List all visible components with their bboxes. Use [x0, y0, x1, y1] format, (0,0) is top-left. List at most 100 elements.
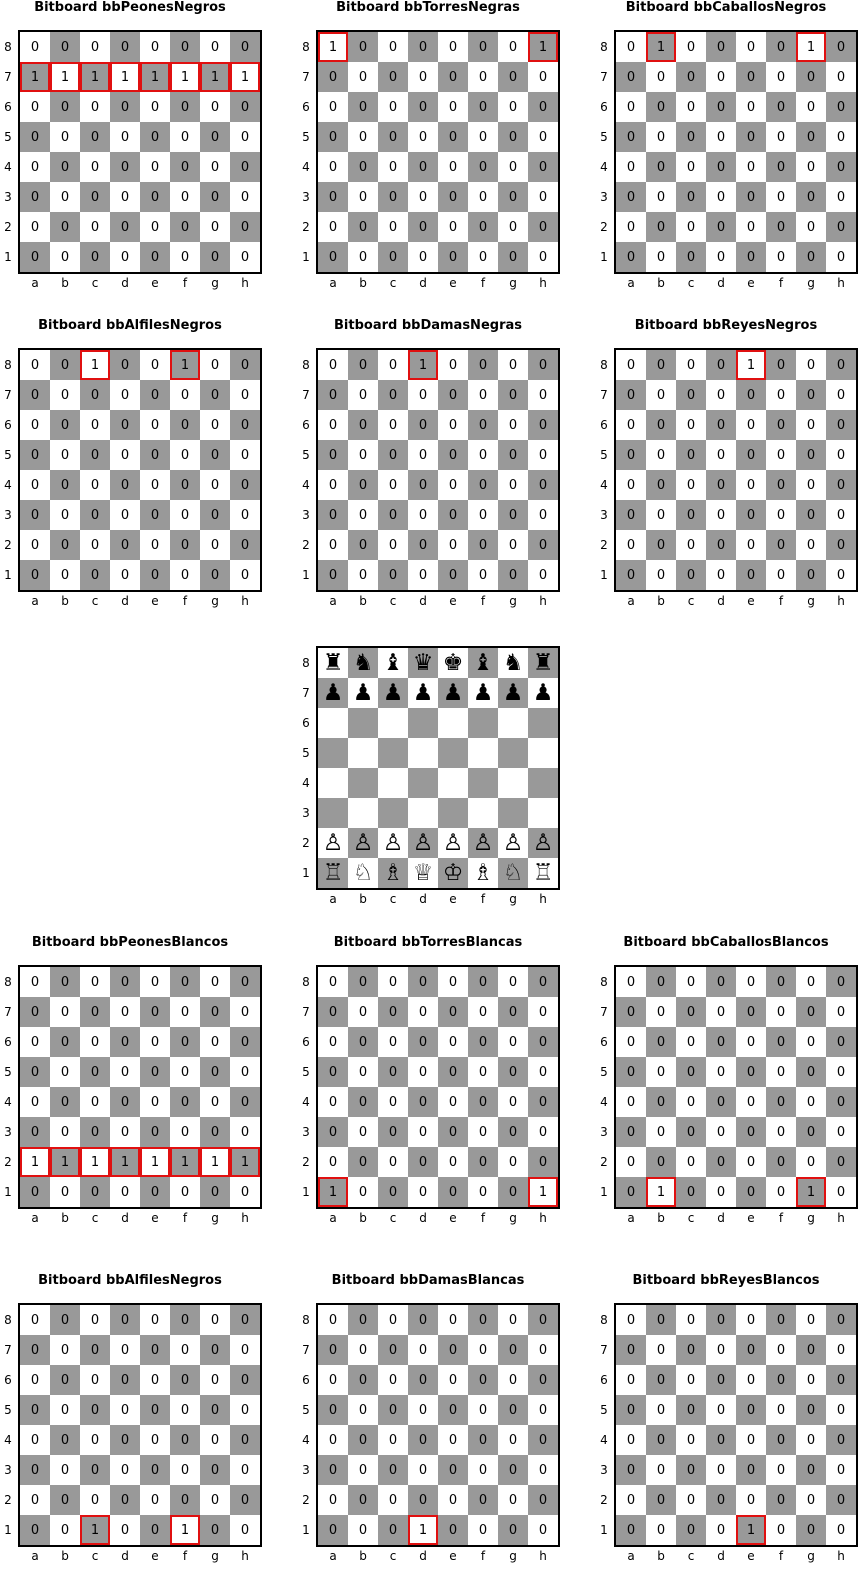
square-c3: [378, 798, 408, 828]
square-e7: 0: [736, 997, 766, 1027]
square-g4: 0: [498, 470, 528, 500]
square-b1: 1: [646, 1177, 676, 1207]
square-f5: 0: [766, 122, 796, 152]
square-b2: 0: [348, 530, 378, 560]
square-d5: 0: [408, 440, 438, 470]
square-f4: 0: [766, 470, 796, 500]
square-c4: 0: [676, 1425, 706, 1455]
square-f6: [468, 708, 498, 738]
square-a7: 0: [318, 62, 348, 92]
square-g2: 0: [796, 530, 826, 560]
square-c5: 0: [676, 1395, 706, 1425]
square-c5: 0: [80, 122, 110, 152]
square-b8: 0: [50, 32, 80, 62]
square-a6: 0: [20, 1365, 50, 1395]
rank-label: 3: [302, 508, 310, 522]
square-h7: 0: [528, 62, 558, 92]
square-c1: 0: [676, 242, 706, 272]
file-label: h: [837, 1211, 845, 1225]
square-d1: 0: [110, 242, 140, 272]
file-label: f: [480, 1211, 486, 1225]
square-a7: 0: [616, 1335, 646, 1365]
rank-label: 2: [4, 220, 12, 234]
square-g5: 0: [796, 440, 826, 470]
square-e4: 0: [736, 152, 766, 182]
square-f6: 0: [468, 410, 498, 440]
square-d8: 0: [408, 32, 438, 62]
square-g4: 0: [498, 1425, 528, 1455]
square-f3: 0: [766, 1455, 796, 1485]
square-a7: 0: [20, 380, 50, 410]
square-f3: 0: [766, 1117, 796, 1147]
square-f1: 0: [468, 1177, 498, 1207]
rank-label: 3: [4, 1125, 12, 1139]
file-label: g: [211, 1549, 219, 1563]
square-e3: 0: [736, 500, 766, 530]
square-d1: 0: [706, 560, 736, 590]
file-label: h: [241, 594, 249, 608]
square-g4: 0: [796, 1425, 826, 1455]
square-a4: 0: [318, 152, 348, 182]
square-g6: 0: [200, 410, 230, 440]
square-c8: 0: [676, 32, 706, 62]
square-h5: 0: [528, 1057, 558, 1087]
square-d1: 0: [110, 1515, 140, 1545]
square-e2: 0: [140, 1485, 170, 1515]
square-g1: 0: [796, 242, 826, 272]
rank-label: 6: [4, 100, 12, 114]
square-e8: 0: [140, 1305, 170, 1335]
square-e2: 0: [438, 212, 468, 242]
square-b7: 0: [348, 997, 378, 1027]
file-label: f: [182, 1211, 188, 1225]
rank-label: 8: [302, 656, 310, 670]
square-c4: 0: [378, 1425, 408, 1455]
rank-label: 5: [600, 1065, 608, 1079]
square-f7: 0: [468, 380, 498, 410]
square-d8: 0: [706, 32, 736, 62]
square-g1: 0: [200, 560, 230, 590]
file-label: g: [509, 594, 517, 608]
square-b3: [348, 798, 378, 828]
file-label: e: [747, 1211, 755, 1225]
square-e4: [438, 768, 468, 798]
square-c7: 0: [676, 997, 706, 1027]
square-d1: 0: [408, 1177, 438, 1207]
square-h4: 0: [826, 470, 856, 500]
square-d7: 0: [110, 997, 140, 1027]
square-g2: 0: [200, 1485, 230, 1515]
square-a6: 0: [616, 92, 646, 122]
file-label: a: [627, 1211, 635, 1225]
square-b6: 0: [50, 92, 80, 122]
square-b3: 0: [50, 1117, 80, 1147]
square-c4: 0: [80, 152, 110, 182]
square-a1: 0: [20, 1515, 50, 1545]
square-b1: 0: [348, 560, 378, 590]
rank-label: 3: [302, 1125, 310, 1139]
square-g4: 0: [200, 1425, 230, 1455]
square-b1: 0: [50, 242, 80, 272]
square-e1: 1: [736, 1515, 766, 1545]
square-f2: 0: [170, 1485, 200, 1515]
square-g8: 0: [200, 1305, 230, 1335]
square-e4: 0: [438, 1425, 468, 1455]
file-label: c: [91, 1211, 99, 1225]
square-b5: 0: [646, 440, 676, 470]
square-c5: 0: [676, 122, 706, 152]
square-a1: 0: [318, 560, 348, 590]
square-g8: ♞: [498, 648, 528, 678]
square-c2: 0: [378, 530, 408, 560]
square-h8: 0: [826, 350, 856, 380]
square-h2: 0: [528, 530, 558, 560]
square-a3: 0: [616, 1117, 646, 1147]
square-g5: 0: [200, 1395, 230, 1425]
square-f2: 0: [766, 1147, 796, 1177]
square-h4: 0: [230, 1087, 260, 1117]
square-g7: 0: [200, 380, 230, 410]
